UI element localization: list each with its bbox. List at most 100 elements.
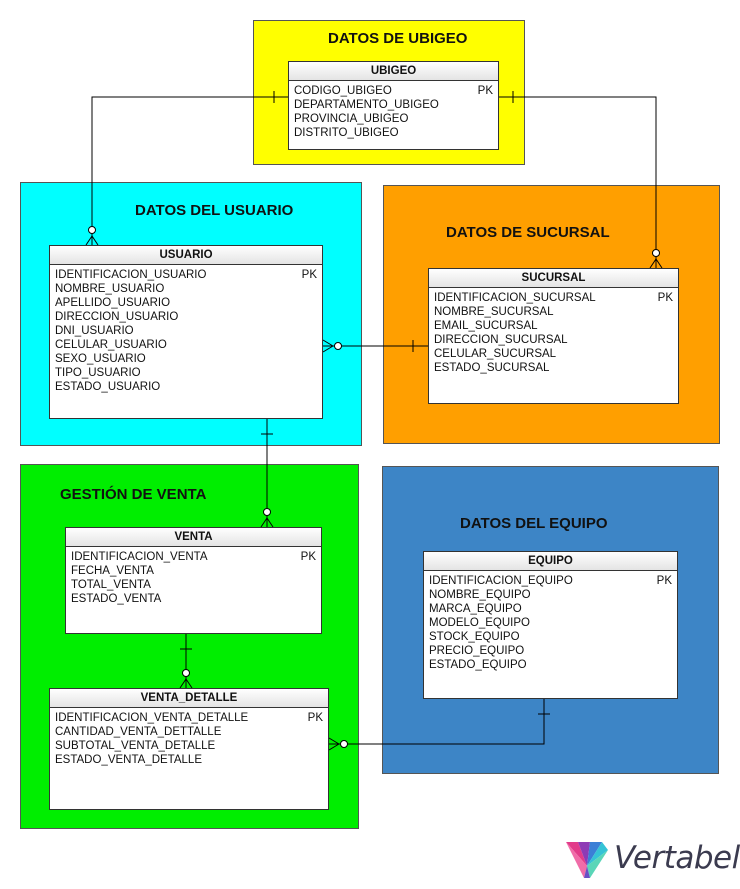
column-name: MODELO_EQUIPO: [429, 617, 530, 629]
column-row: NOMBRE_SUCURSAL: [434, 305, 673, 319]
column-row: CELULAR_SUCURSAL: [434, 347, 673, 361]
column-row: ESTADO_VENTA: [71, 592, 316, 606]
pk-marker: PK: [656, 575, 672, 587]
column-name: IDENTIFICACION_VENTA: [71, 551, 208, 563]
area-title-venta: GESTIÓN DE VENTA: [60, 486, 207, 503]
column-name: SUBTOTAL_VENTA_DETALLE: [55, 740, 216, 752]
table-equipo-header: EQUIPO: [424, 552, 677, 571]
column-row: NOMBRE_USUARIO: [55, 282, 317, 296]
column-name: IDENTIFICACION_SUCURSAL: [434, 292, 596, 304]
table-venta-columns: IDENTIFICACION_VENTA PK FECHA_VENTA TOTAL…: [66, 547, 321, 606]
rel-ubigeo-sucursal: [498, 91, 663, 269]
column-row: SUBTOTAL_VENTA_DETALLE: [55, 739, 323, 753]
column-name: DNI_USUARIO: [55, 325, 134, 337]
column-row: DIRECCION_SUCURSAL: [434, 333, 673, 347]
column-name: CANTIDAD_VENTA_DETTALLE: [55, 726, 222, 738]
column-name: STOCK_EQUIPO: [429, 631, 520, 643]
rel-sucursal-usuario: [322, 339, 428, 353]
column-row: DNI_USUARIO: [55, 324, 317, 338]
column-row: EMAIL_SUCURSAL: [434, 319, 673, 333]
pk-marker: PK: [300, 551, 316, 563]
column-row: MARCA_EQUIPO: [429, 602, 672, 616]
column-row: TOTAL_VENTA: [71, 578, 316, 592]
column-row: IDENTIFICACION_SUCURSAL PK: [434, 291, 673, 305]
table-sucursal[interactable]: SUCURSAL IDENTIFICACION_SUCURSAL PK NOMBR…: [428, 268, 679, 404]
column-name: FECHA_VENTA: [71, 565, 154, 577]
column-row: PROVINCIA_UBIGEO: [294, 112, 493, 126]
column-name: IDENTIFICACION_EQUIPO: [429, 575, 573, 587]
column-row: MODELO_EQUIPO: [429, 616, 672, 630]
column-row: PRECIO_EQUIPO: [429, 644, 672, 658]
table-venta-detalle[interactable]: VENTA_DETALLE IDENTIFICACION_VENTA_DETAL…: [49, 688, 329, 810]
column-row: DIRECCION_USUARIO: [55, 310, 317, 324]
column-name: TOTAL_VENTA: [71, 579, 151, 591]
table-ubigeo-header: UBIGEO: [289, 62, 498, 81]
table-ubigeo-columns: CODIGO_UBIGEO PK DEPARTAMENTO_UBIGEO PROV…: [289, 81, 498, 140]
table-sucursal-header: SUCURSAL: [429, 269, 678, 288]
column-row: DISTRITO_UBIGEO: [294, 126, 493, 140]
area-title-sucursal: DATOS DE SUCURSAL: [446, 224, 610, 241]
column-row: CELULAR_USUARIO: [55, 338, 317, 352]
column-name: SEXO_USUARIO: [55, 353, 146, 365]
column-name: ESTADO_SUCURSAL: [434, 362, 550, 374]
rel-usuario-venta: [260, 419, 274, 528]
column-row: APELLIDO_USUARIO: [55, 296, 317, 310]
rel-equipo-venta-detalle: [328, 699, 550, 751]
table-equipo[interactable]: EQUIPO IDENTIFICACION_EQUIPO PK NOMBRE_EQ…: [423, 551, 678, 699]
column-row: CANTIDAD_VENTA_DETTALLE: [55, 725, 323, 739]
column-row: STOCK_EQUIPO: [429, 630, 672, 644]
column-name: DEPARTAMENTO_UBIGEO: [294, 99, 439, 111]
area-title-equipo: DATOS DEL EQUIPO: [460, 515, 608, 532]
table-venta-detalle-header: VENTA_DETALLE: [50, 689, 328, 708]
column-name: ESTADO_EQUIPO: [429, 659, 527, 671]
column-row: ESTADO_USUARIO: [55, 380, 317, 394]
column-row: IDENTIFICACION_EQUIPO PK: [429, 574, 672, 588]
column-row: NOMBRE_EQUIPO: [429, 588, 672, 602]
rel-ubigeo-usuario: [85, 91, 288, 246]
column-name: NOMBRE_SUCURSAL: [434, 306, 554, 318]
table-sucursal-columns: IDENTIFICACION_SUCURSAL PK NOMBRE_SUCURSA…: [429, 288, 678, 375]
table-venta[interactable]: VENTA IDENTIFICACION_VENTA PK FECHA_VENTA…: [65, 527, 322, 634]
table-usuario[interactable]: USUARIO IDENTIFICACION_USUARIO PK NOMBRE_…: [49, 245, 323, 419]
column-name: DIRECCION_SUCURSAL: [434, 334, 568, 346]
column-name: IDENTIFICACION_VENTA_DETALLE: [55, 712, 249, 724]
table-equipo-columns: IDENTIFICACION_EQUIPO PK NOMBRE_EQUIPO MA…: [424, 571, 677, 672]
column-row: ESTADO_SUCURSAL: [434, 361, 673, 375]
pk-marker: PK: [477, 85, 493, 97]
column-name: CODIGO_UBIGEO: [294, 85, 392, 97]
table-usuario-header: USUARIO: [50, 246, 322, 265]
table-ubigeo[interactable]: UBIGEO CODIGO_UBIGEO PK DEPARTAMENTO_UBIG…: [288, 61, 499, 150]
area-title-ubigeo: DATOS DE UBIGEO: [328, 30, 468, 47]
column-name: MARCA_EQUIPO: [429, 603, 522, 615]
column-name: PROVINCIA_UBIGEO: [294, 113, 409, 125]
table-venta-header: VENTA: [66, 528, 321, 547]
column-name: ESTADO_VENTA: [71, 593, 162, 605]
column-row: ESTADO_EQUIPO: [429, 658, 672, 672]
column-name: IDENTIFICACION_USUARIO: [55, 269, 207, 281]
column-row: IDENTIFICACION_VENTA_DETALLE PK: [55, 711, 323, 725]
column-row: IDENTIFICACION_VENTA PK: [71, 550, 316, 564]
column-row: FECHA_VENTA: [71, 564, 316, 578]
column-name: DISTRITO_UBIGEO: [294, 127, 399, 139]
pk-marker: PK: [307, 712, 323, 724]
column-row: DEPARTAMENTO_UBIGEO: [294, 98, 493, 112]
column-row: IDENTIFICACION_USUARIO PK: [55, 268, 317, 282]
column-name: ESTADO_VENTA_DETALLE: [55, 754, 202, 766]
column-name: EMAIL_SUCURSAL: [434, 320, 538, 332]
column-name: ESTADO_USUARIO: [55, 381, 161, 393]
pk-marker: PK: [657, 292, 673, 304]
column-name: NOMBRE_EQUIPO: [429, 589, 531, 601]
vertabelo-logo: Vertabelo: [564, 836, 740, 886]
table-venta-detalle-columns: IDENTIFICACION_VENTA_DETALLE PK CANTIDAD_…: [50, 708, 328, 767]
column-name: DIRECCION_USUARIO: [55, 311, 179, 323]
column-name: PRECIO_EQUIPO: [429, 645, 525, 657]
pk-marker: PK: [301, 269, 317, 281]
vertabelo-logo-text: Vertabelo: [614, 840, 740, 876]
area-title-usuario: DATOS DEL USUARIO: [135, 202, 294, 219]
column-row: ESTADO_VENTA_DETALLE: [55, 753, 323, 767]
column-name: NOMBRE_USUARIO: [55, 283, 165, 295]
column-row: TIPO_USUARIO: [55, 366, 317, 380]
column-name: CELULAR_SUCURSAL: [434, 348, 557, 360]
